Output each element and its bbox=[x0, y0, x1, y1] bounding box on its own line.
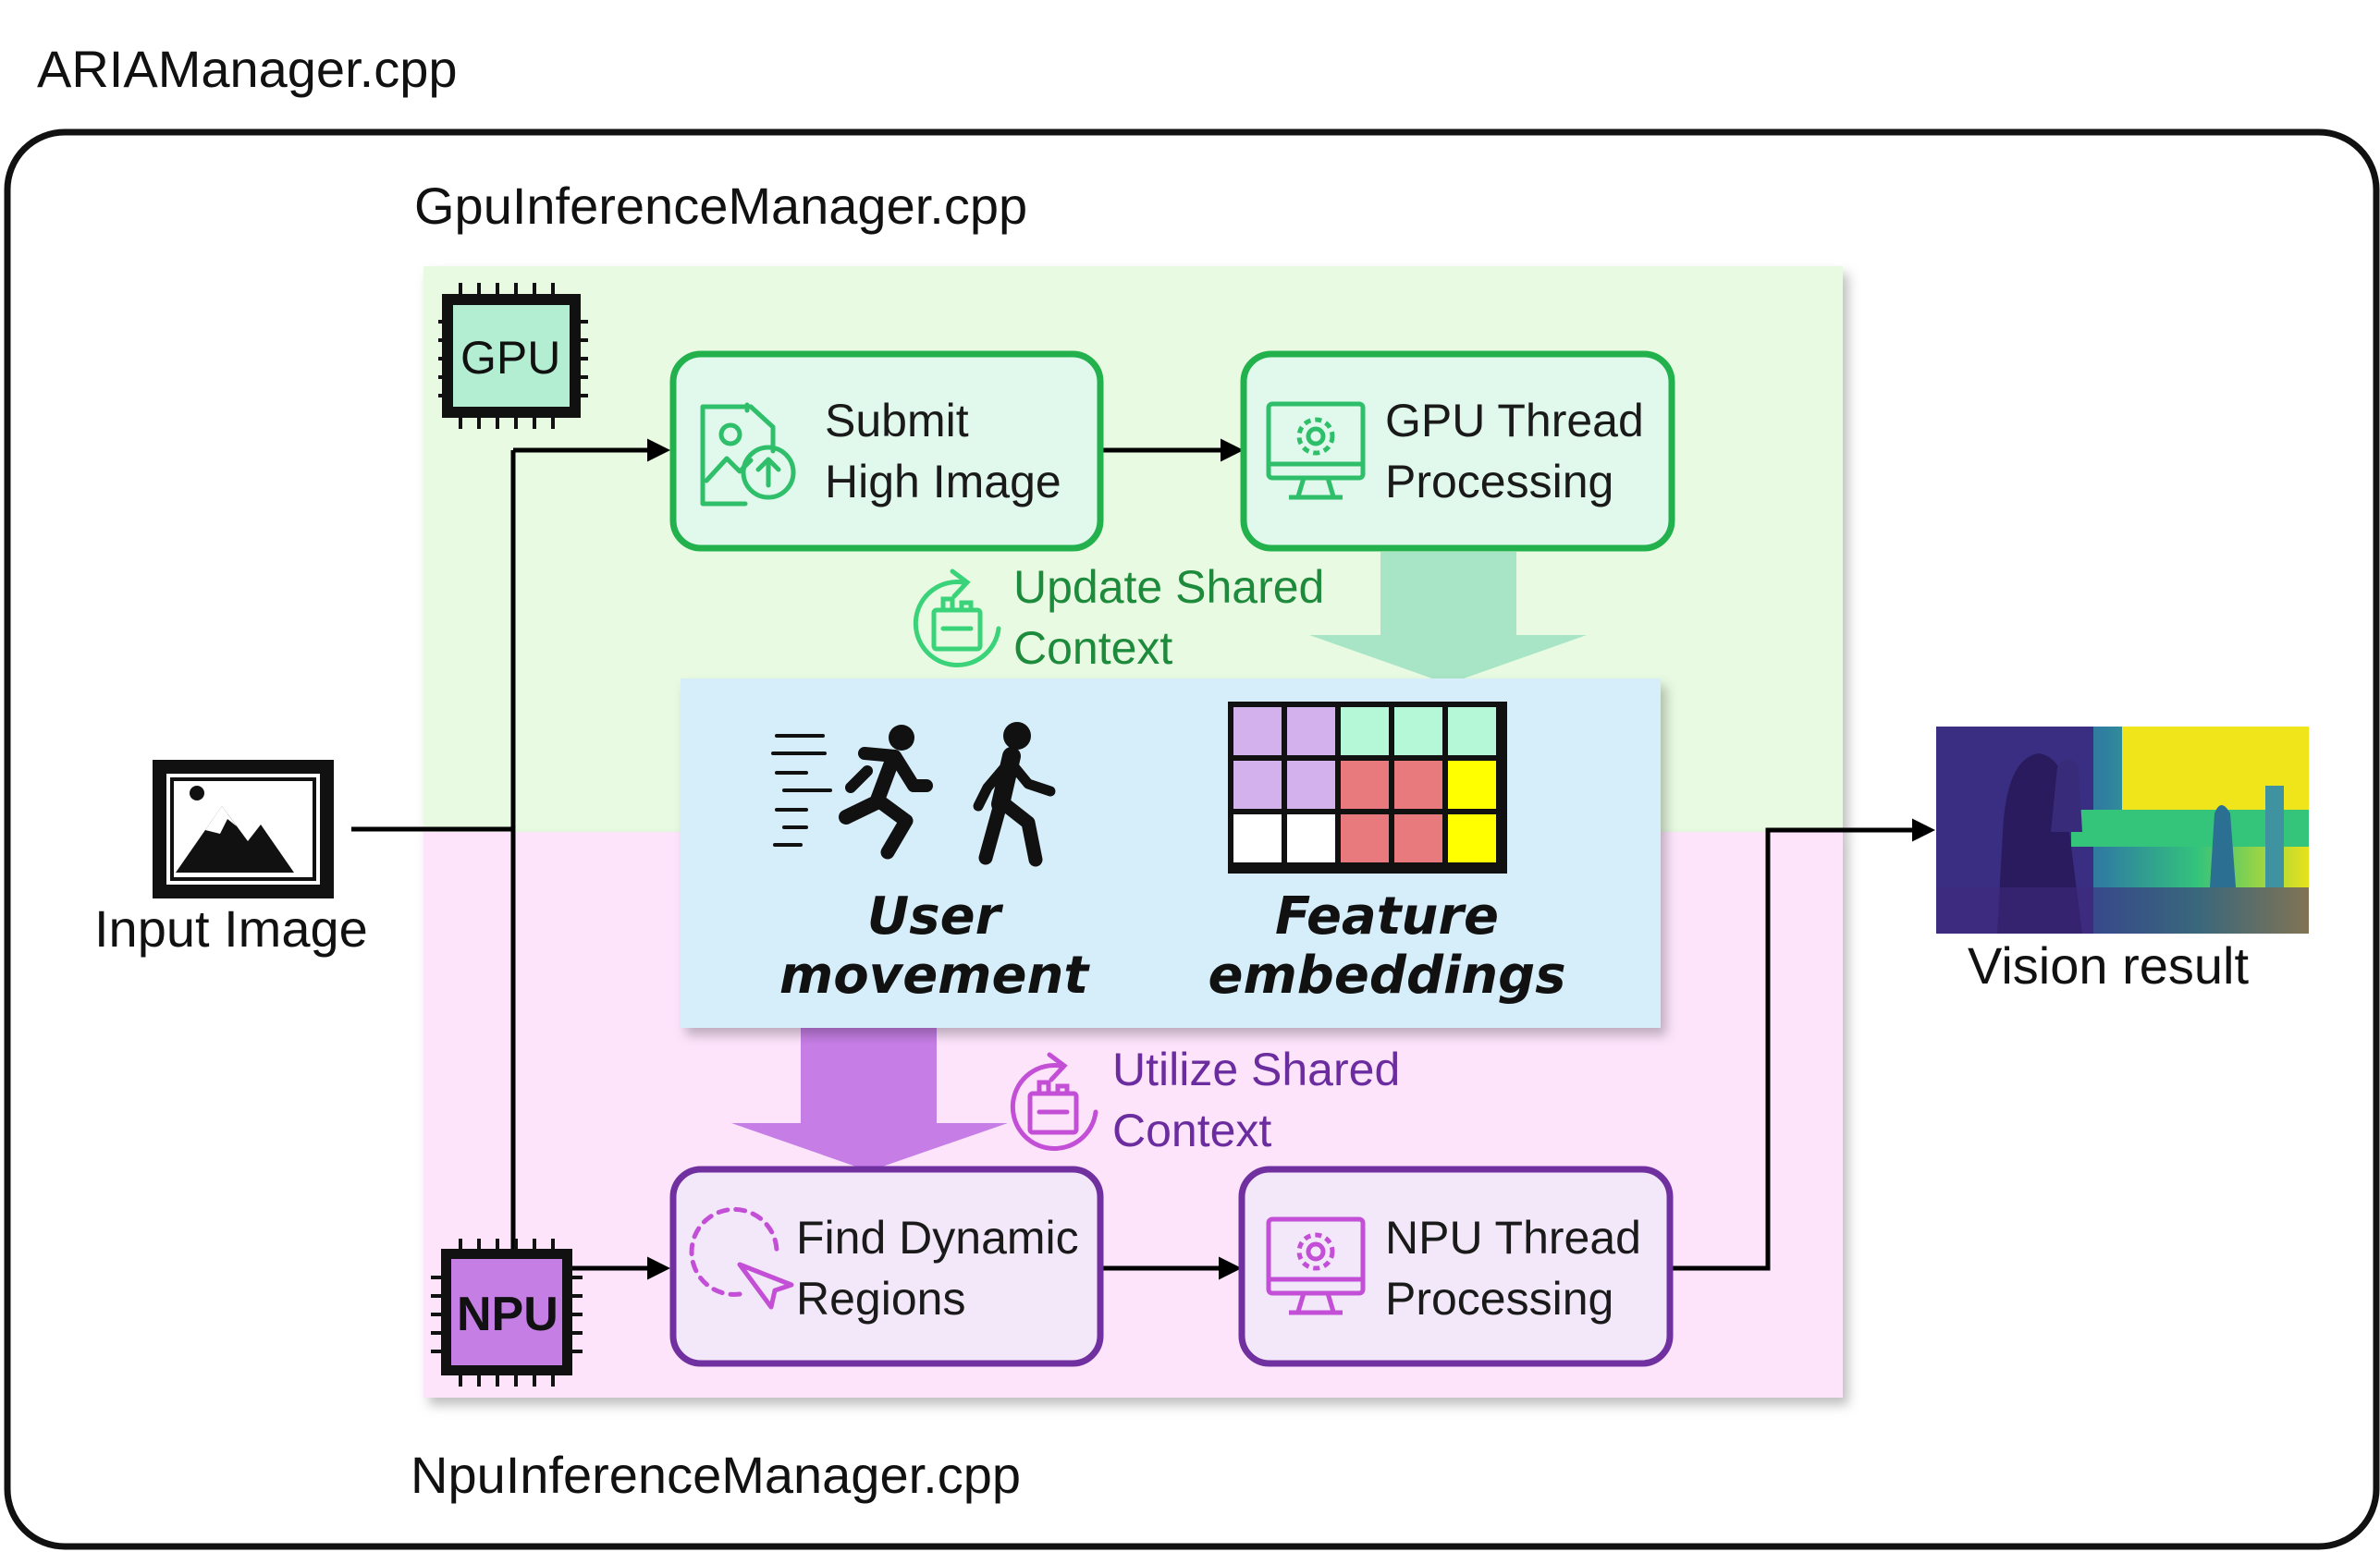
input-image-label: Input Image bbox=[94, 899, 368, 958]
embedding-cell bbox=[1394, 707, 1442, 755]
gpu-thread-line1: GPU Thread bbox=[1385, 395, 1644, 446]
npu-thread-box-text: NPU Thread Processing bbox=[1385, 1207, 1641, 1329]
gpu-thread-box-text: GPU Thread Processing bbox=[1385, 390, 1644, 512]
feature-embedding-grid bbox=[1228, 702, 1507, 874]
user-movement-line1: User bbox=[866, 886, 1001, 947]
npu-chip-icon bbox=[431, 1239, 583, 1387]
npu-chip-label: NPU bbox=[457, 1288, 558, 1341]
utilize-line1: Utilize Shared bbox=[1112, 1044, 1401, 1095]
embedding-cell bbox=[1394, 814, 1442, 862]
utilize-shared-context-label: Utilize Shared Context bbox=[1112, 1039, 1400, 1161]
gpu-manager-label: GpuInferenceManager.cpp bbox=[414, 177, 1028, 235]
aria-manager-label: ARIAManager.cpp bbox=[37, 40, 458, 98]
refresh-cycle-icon bbox=[913, 568, 1001, 667]
submit-line2: High Image bbox=[825, 456, 1061, 507]
embedding-cell bbox=[1448, 707, 1496, 755]
image-icon bbox=[153, 760, 334, 898]
feature-embeddings-line2: embeddings bbox=[1208, 946, 1566, 1006]
npu-thread-line2: Processing bbox=[1385, 1273, 1614, 1325]
update-line2: Context bbox=[1013, 622, 1173, 674]
find-dynamic-line1: Find Dynamic bbox=[796, 1212, 1079, 1264]
dashed-cursor-icon bbox=[689, 1206, 794, 1310]
find-dynamic-line2: Regions bbox=[796, 1273, 966, 1325]
submit-line1: Submit bbox=[825, 395, 969, 446]
npu-manager-label: NpuInferenceManager.cpp bbox=[411, 1446, 1021, 1504]
feature-embeddings-line1: Feature bbox=[1275, 886, 1499, 947]
find-dynamic-box bbox=[669, 1166, 1104, 1367]
npu-to-result-arrow bbox=[1672, 818, 1935, 1271]
embedding-cell bbox=[1287, 761, 1335, 809]
user-movement-label: User movement bbox=[758, 887, 1110, 1006]
embedding-cell bbox=[1448, 761, 1496, 809]
vision-result-label: Vision result bbox=[1968, 936, 2250, 995]
update-line1: Update Shared bbox=[1013, 561, 1325, 613]
running-person-icon bbox=[771, 725, 933, 860]
embedding-cell bbox=[1394, 761, 1442, 809]
feature-embeddings-label: Feature embeddings bbox=[1202, 887, 1572, 1006]
embedding-cell bbox=[1341, 707, 1389, 755]
utilize-line2: Context bbox=[1112, 1105, 1272, 1156]
embedding-cell bbox=[1448, 814, 1496, 862]
find-dynamic-box-text: Find Dynamic Regions bbox=[796, 1207, 1079, 1329]
gpu-chip-label: GPU bbox=[460, 332, 561, 384]
update-shared-context-label: Update Shared Context bbox=[1013, 556, 1324, 678]
embedding-cell bbox=[1233, 707, 1282, 755]
image-upload-icon bbox=[700, 402, 796, 507]
embedding-cell bbox=[1287, 707, 1335, 755]
monitor-gear-icon bbox=[1266, 1216, 1366, 1315]
submit-box-text: Submit High Image bbox=[825, 390, 1061, 512]
depth-map-icon bbox=[1936, 727, 2309, 934]
refresh-cycle-icon bbox=[1010, 1052, 1098, 1151]
shared-to-npu-arrow bbox=[731, 1017, 1008, 1171]
gpu-to-shared-arrow bbox=[1309, 552, 1587, 684]
gpu-thread-line2: Processing bbox=[1385, 456, 1614, 507]
walking-person-icon bbox=[973, 722, 1056, 867]
embedding-cell bbox=[1233, 814, 1282, 862]
npu-thread-line1: NPU Thread bbox=[1385, 1212, 1641, 1264]
gpu-chip-icon bbox=[438, 283, 588, 429]
user-movement-line2: movement bbox=[779, 946, 1089, 1006]
submit-box bbox=[669, 350, 1104, 552]
embedding-cell bbox=[1233, 761, 1282, 809]
embedding-cell bbox=[1341, 814, 1389, 862]
embedding-cell bbox=[1341, 761, 1389, 809]
embedding-cell bbox=[1287, 814, 1335, 862]
monitor-gear-icon bbox=[1266, 401, 1366, 500]
